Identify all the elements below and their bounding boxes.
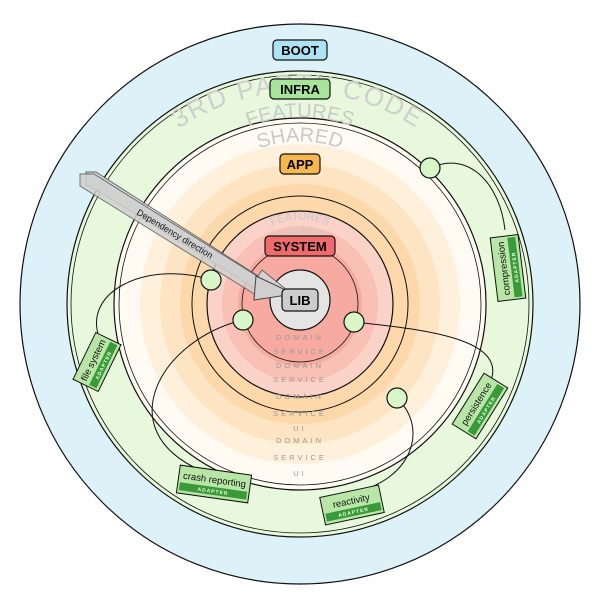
port-persistence[interactable] [343,311,365,333]
ring-domain-1: DOMAIN [276,333,324,342]
port-compression[interactable] [419,157,441,179]
lib-label: LIB [281,288,319,312]
ring-service-2: SERVICE [273,375,327,384]
ring-ui-2: UI [293,469,307,478]
app-ring-inner-line [118,122,482,486]
ring-domain-2: DOMAIN [276,361,324,370]
ring-service-4: SERVICE [273,453,327,462]
port-crash-reporting[interactable] [232,309,254,331]
ring-service-3: SERVICE [273,409,327,418]
ring-service-1: SERVICE [273,347,327,356]
svg-text:LIB: LIB [290,293,311,308]
svg-text:ADAPTER: ADAPTER [511,251,521,283]
boot-label: BOOT [272,39,328,61]
svg-text:APP: APP [287,157,314,172]
connection-crash-reporting [151,319,244,471]
system-label: SYSTEM [264,235,336,257]
svg-text:BOOT: BOOT [281,43,319,58]
ring-domain-4: DOMAIN [276,436,324,445]
connection-persistence [353,321,494,393]
port-reactivity[interactable] [386,387,408,409]
adapter-crash-reporting[interactable]: crash reporting ADAPTER [175,464,253,504]
app-band-divider [191,195,409,413]
svg-text:ADAPTER: ADAPTER [197,487,229,497]
svg-text:SYSTEM: SYSTEM [273,239,326,254]
port-file-system[interactable] [200,269,222,291]
ring-ui-1: UI [293,424,307,433]
adapter-compression[interactable]: compression ADAPTER [489,233,527,303]
adapter-connections [96,162,506,493]
svg-text:INFRA: INFRA [280,82,320,97]
connection-compression [429,162,506,231]
adapter-reactivity[interactable]: reactivity ADAPTER [319,484,385,526]
infra-label: INFRA [269,78,331,100]
ring-domain-3: DOMAIN [276,392,324,401]
connection-file-system [96,273,212,341]
infra-inner-line [70,74,530,534]
app-label: APP [279,153,321,175]
